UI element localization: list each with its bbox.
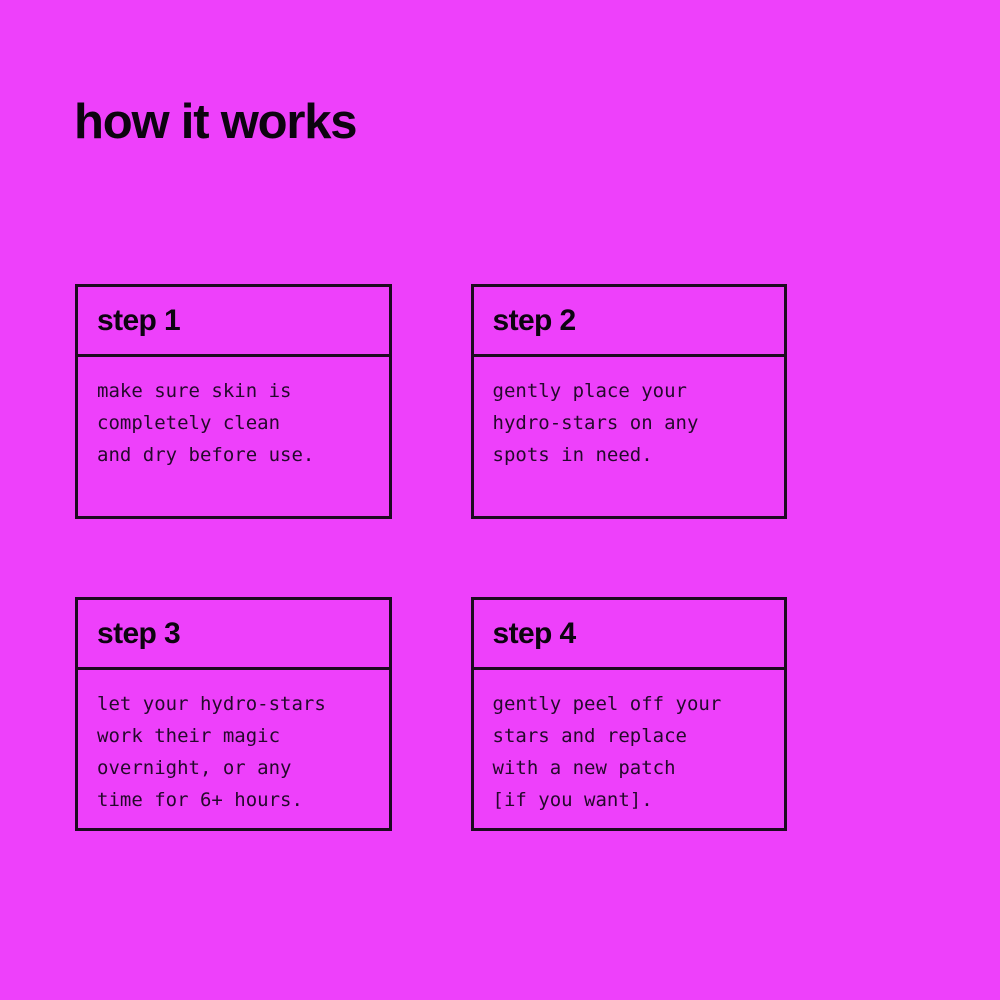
step-card-4-line-3: with a new patch — [492, 757, 676, 779]
step-card-2-line-2: hydro-stars on any — [492, 412, 699, 434]
step-card-1-label: step 1 — [97, 303, 181, 337]
step-card-4: step 4 gently peel off your stars and re… — [470, 597, 787, 831]
step-card-4-line-1: gently peel off your — [492, 693, 722, 715]
step-card-2-line-1: gently place your — [492, 380, 687, 402]
step-card-4-body: gently peel off your stars and replace w… — [474, 670, 785, 828]
step-card-1-header: step 1 — [78, 287, 389, 357]
step-card-2: step 2 gently place your hydro-stars on … — [470, 284, 787, 519]
step-card-1-line-2: completely clean — [97, 412, 281, 434]
step-card-3-label: step 3 — [97, 616, 181, 650]
step-card-3-line-4: time for 6+ hours. — [97, 789, 303, 811]
steps-row-bottom: step 3 let your hydro-stars work their m… — [75, 597, 787, 831]
step-card-1-body: make sure skin is completely clean and d… — [78, 357, 389, 516]
step-card-3: step 3 let your hydro-stars work their m… — [75, 597, 392, 831]
step-card-2-line-3: spots in need. — [492, 444, 653, 466]
steps-grid: step 1 make sure skin is completely clea… — [75, 284, 787, 831]
step-card-3-line-3: overnight, or any — [97, 757, 292, 779]
step-card-4-line-4: [if you want]. — [492, 789, 653, 811]
step-card-4-line-2: stars and replace — [492, 725, 687, 747]
step-card-3-line-1: let your hydro-stars — [97, 693, 326, 715]
step-card-3-line-2: work their magic — [97, 725, 281, 747]
step-card-2-body: gently place your hydro-stars on any spo… — [474, 357, 785, 516]
step-card-2-label: step 2 — [492, 303, 577, 337]
step-card-4-label: step 4 — [492, 616, 577, 650]
steps-row-top: step 1 make sure skin is completely clea… — [75, 284, 787, 519]
step-card-1-line-3: and dry before use. — [97, 444, 315, 466]
step-card-3-body: let your hydro-stars work their magic ov… — [78, 670, 389, 828]
step-card-3-header: step 3 — [78, 600, 389, 670]
step-card-1-line-1: make sure skin is — [97, 380, 292, 402]
page-title: how it works — [74, 95, 358, 149]
step-card-2-header: step 2 — [473, 287, 784, 357]
step-card-1: step 1 make sure skin is completely clea… — [75, 284, 392, 519]
step-card-4-header: step 4 — [473, 600, 784, 670]
